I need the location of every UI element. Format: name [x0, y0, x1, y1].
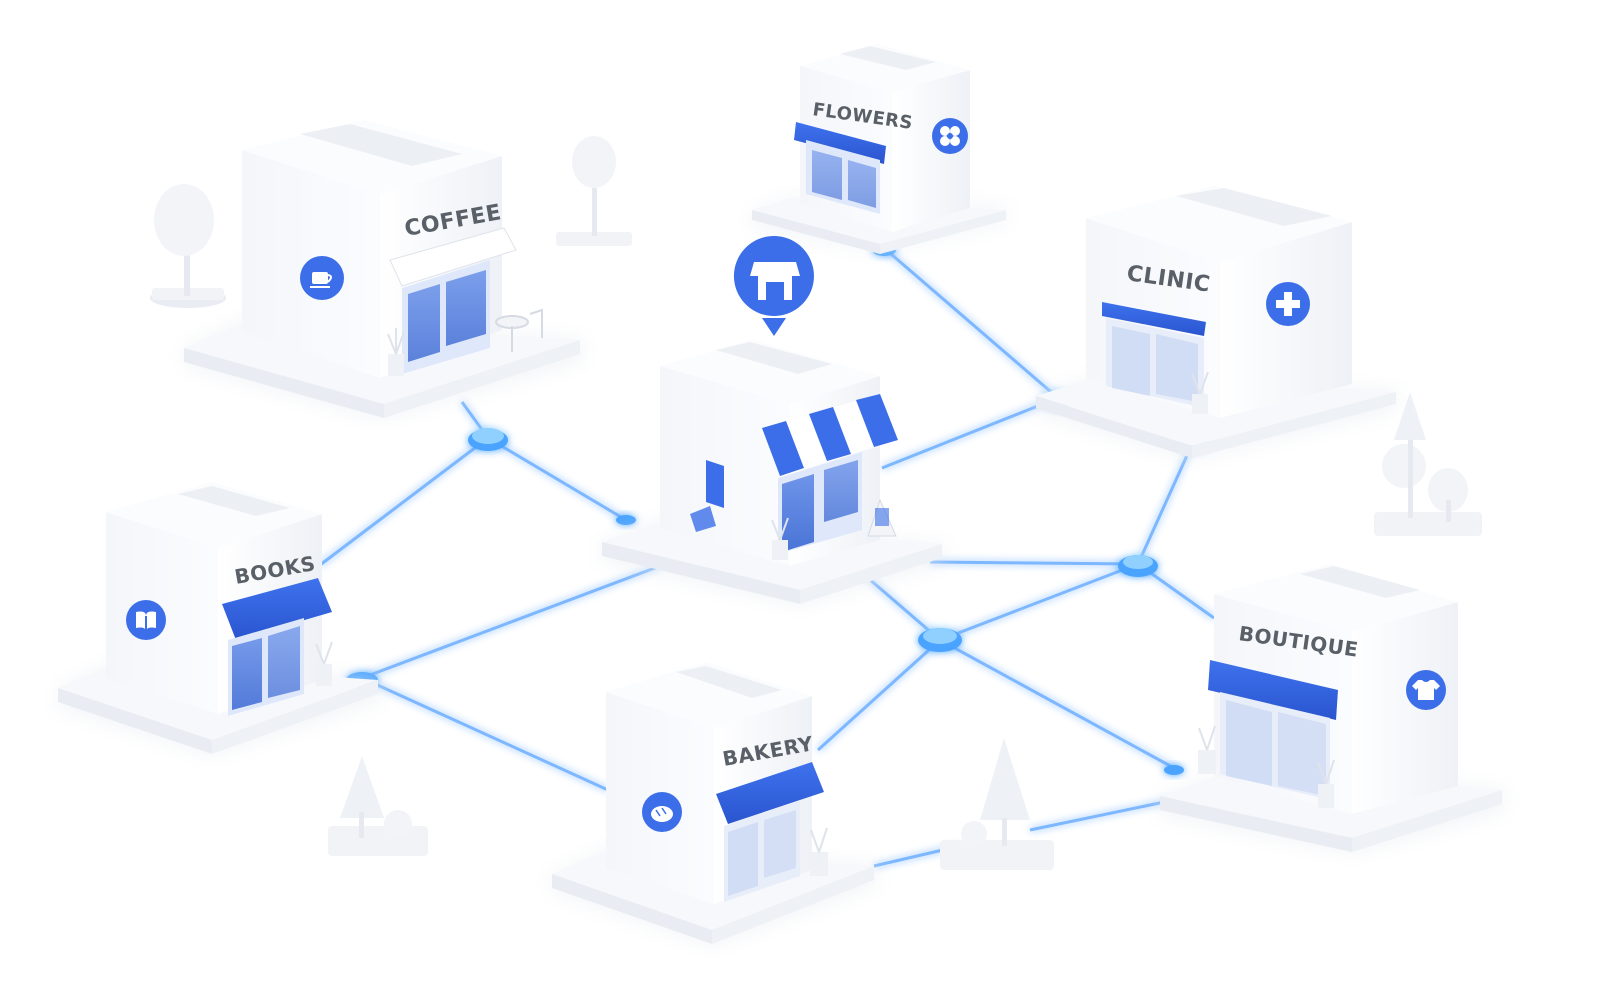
- store-bakery[interactable]: BAKERY: [552, 662, 876, 944]
- plant-icon: [810, 827, 828, 876]
- tree-decoration: [1374, 392, 1482, 536]
- network-node: [918, 628, 962, 652]
- tshirt-icon: [1406, 670, 1446, 710]
- book-icon: [126, 600, 166, 640]
- storefront-icon: [733, 236, 814, 336]
- store-books[interactable]: BOOKS: [58, 482, 380, 754]
- network-node: [1164, 765, 1184, 775]
- plant-icon: [315, 641, 333, 686]
- tree-decoration: [150, 184, 226, 308]
- link-center-boutique: [939, 638, 1175, 770]
- link-flowers-clinic: [883, 246, 1059, 400]
- network-node: [468, 428, 508, 451]
- cafe-table-icon: [495, 308, 543, 352]
- link-node-books: [319, 436, 489, 567]
- link-tree-boutique: [1029, 798, 1175, 832]
- link-hub-clinic: [881, 396, 1059, 470]
- flower-icon: [932, 118, 968, 154]
- striped-awning: [762, 394, 898, 476]
- store-hub[interactable]: [602, 340, 944, 604]
- plant-icon: [1191, 371, 1209, 414]
- plant-icon: [1198, 725, 1335, 808]
- coffee-cup-icon: [300, 256, 344, 300]
- store-boutique[interactable]: BOUTIQUE: [1160, 564, 1504, 852]
- link-center-bakery: [816, 638, 942, 752]
- link-books-bakery: [361, 676, 609, 792]
- plant-icon: [771, 517, 789, 560]
- link-hub-center: [867, 576, 941, 642]
- store-coffee[interactable]: COFFEE: [184, 120, 582, 418]
- tree-decoration: [940, 738, 1054, 870]
- bread-icon: [642, 792, 682, 832]
- link-node-hub: [487, 436, 627, 522]
- plant-icon: [387, 328, 405, 376]
- network-node: [1118, 555, 1158, 577]
- medical-cross-icon: [1266, 282, 1310, 326]
- link-hub-right: [929, 560, 1139, 566]
- link-center-right: [939, 562, 1139, 642]
- network-node: [616, 515, 636, 525]
- store-flowers[interactable]: FLOWERS: [752, 44, 1008, 254]
- link-books-hub: [361, 564, 661, 680]
- sandwich-board-icon: [867, 498, 897, 537]
- tree-decoration: [556, 136, 632, 246]
- link-clinic-right: [1136, 439, 1196, 565]
- store-clinic[interactable]: CLINIC: [1036, 186, 1398, 458]
- tree-decoration: [328, 756, 428, 856]
